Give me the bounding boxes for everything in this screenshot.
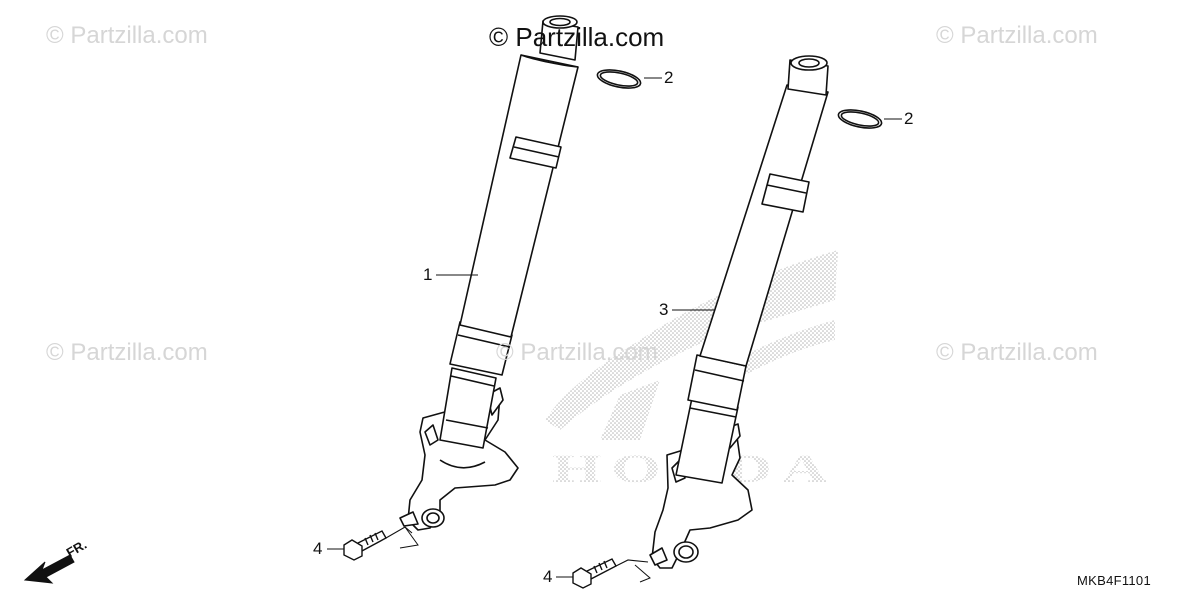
watermark-mid-left: © Partzilla.com — [46, 339, 208, 366]
bolt-right[interactable] — [572, 558, 617, 589]
o-ring-right[interactable] — [837, 107, 883, 132]
watermark-top-right: © Partzilla.com — [936, 22, 1098, 49]
diagram-code: MKB4F1101 — [1077, 573, 1151, 588]
callout-part-2-right[interactable]: 2 — [904, 109, 914, 128]
callout-part-3[interactable]: 3 — [659, 300, 669, 319]
front-direction-arrow — [23, 554, 75, 584]
callout-part-1[interactable]: 1 — [423, 265, 433, 284]
watermark-top-center: © Partzilla.com — [489, 22, 665, 52]
o-ring-left[interactable] — [596, 67, 642, 92]
mounting-hints — [399, 526, 651, 583]
watermark-mid-right: © Partzilla.com — [936, 339, 1098, 366]
bolt-left[interactable] — [343, 530, 387, 561]
callout-part-2-left[interactable]: 2 — [664, 68, 674, 87]
fork-assembly-left[interactable] — [399, 15, 579, 531]
watermark-top-left: © Partzilla.com — [46, 22, 208, 49]
callout-part-4-right[interactable]: 4 — [543, 567, 553, 586]
fork-assembly-right[interactable] — [649, 55, 829, 569]
callout-part-4-left[interactable]: 4 — [313, 539, 323, 558]
watermark-mid-center: © Partzilla.com — [496, 339, 658, 366]
